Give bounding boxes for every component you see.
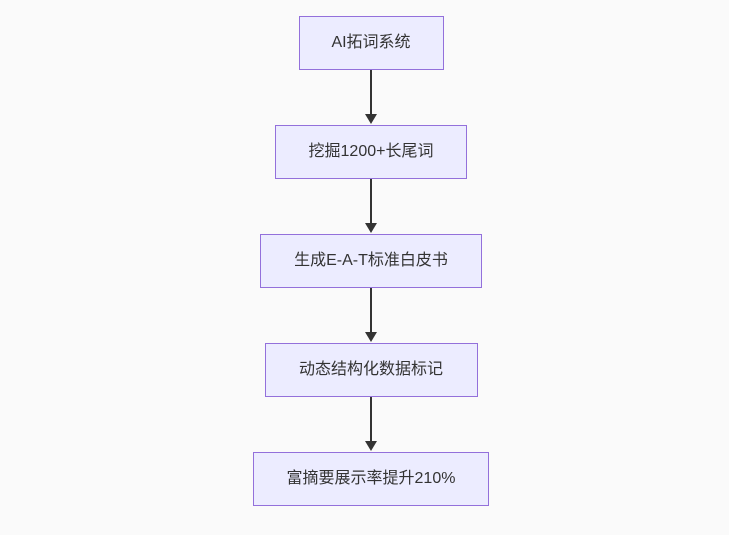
arrowhead-icon <box>365 441 377 451</box>
node-label: 动态结构化数据标记 <box>298 361 443 379</box>
node-label: 富摘要展示率提升210% <box>286 470 456 488</box>
arrow-line <box>370 70 372 114</box>
arrow-down-3 <box>365 288 377 343</box>
node-label: AI拓词系统 <box>331 34 411 52</box>
flow-node-structured-data-markup: 动态结构化数据标记 <box>264 343 478 397</box>
flow-node-longtail-mining: 挖掘1200+长尾词 <box>275 125 467 179</box>
arrow-line <box>370 179 372 223</box>
arrowhead-icon <box>365 332 377 342</box>
flowchart-node-stack: AI拓词系统 挖掘1200+长尾词 生成E-A-T标准白皮书 动态结构化数据标记 <box>253 16 489 506</box>
node-label: 生成E-A-T标准白皮书 <box>294 252 448 270</box>
flow-node-eat-whitepaper: 生成E-A-T标准白皮书 <box>260 234 482 288</box>
arrowhead-icon <box>365 114 377 124</box>
arrow-line <box>370 288 372 332</box>
node-label: 挖掘1200+长尾词 <box>308 143 434 161</box>
arrow-line <box>370 397 372 441</box>
flow-node-ai-keyword-system: AI拓词系统 <box>298 16 444 70</box>
flow-node-rich-snippet-rate: 富摘要展示率提升210% <box>253 452 489 506</box>
arrowhead-icon <box>365 223 377 233</box>
arrow-down-2 <box>365 179 377 234</box>
arrow-down-1 <box>365 70 377 125</box>
arrow-down-4 <box>365 397 377 452</box>
